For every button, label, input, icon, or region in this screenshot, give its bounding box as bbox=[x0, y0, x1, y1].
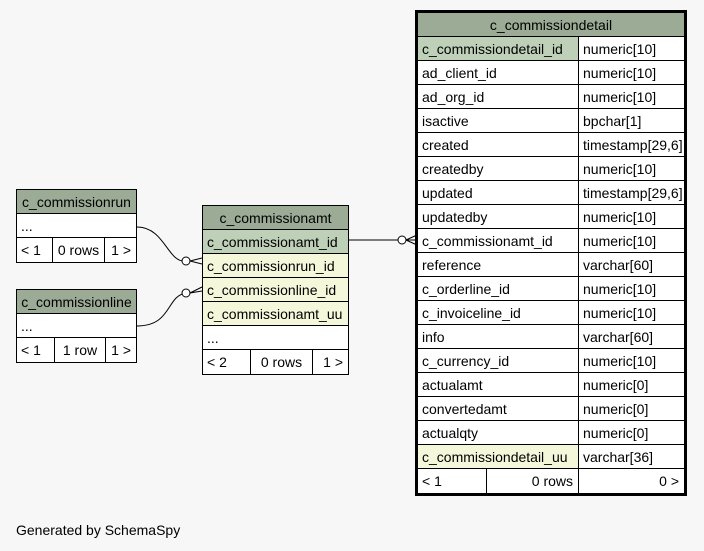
footer-parents: < 1 bbox=[422, 473, 442, 489]
footer-parents: < 2 bbox=[207, 354, 227, 370]
table-title[interactable]: c_commissionline bbox=[17, 290, 136, 314]
table-footer: < 2 0 rows 1 > bbox=[203, 350, 348, 374]
footer-rows: 1 row bbox=[54, 338, 105, 362]
footer-rows: 0 rows bbox=[250, 350, 312, 374]
edge-end-circle bbox=[181, 256, 191, 266]
footer-rows: 0 rows bbox=[52, 238, 104, 262]
column-row[interactable]: c_commissionline_id bbox=[203, 278, 348, 302]
column-row[interactable]: c_commissiondetail_id numeric[10] bbox=[418, 37, 684, 61]
table-title[interactable]: c_commissiondetail bbox=[418, 13, 684, 37]
footer-rows: 0 rows bbox=[486, 469, 578, 493]
table-c-commissionline[interactable]: c_commissionline ... < 1 1 row 1 > bbox=[16, 289, 137, 363]
table-body-ellipsis: ... bbox=[203, 326, 348, 350]
column-row[interactable]: c_commissiondetail_uu varchar[36] bbox=[418, 445, 684, 469]
edge-end-circle bbox=[181, 288, 191, 298]
column-row[interactable]: c_commissionamt_id bbox=[203, 230, 348, 254]
table-title[interactable]: c_commissionamt bbox=[203, 206, 348, 230]
table-footer: < 1 0 rows 0 > bbox=[418, 469, 684, 493]
table-title[interactable]: c_commissionrun bbox=[17, 190, 136, 214]
table-c-commissionrun[interactable]: c_commissionrun ... < 1 0 rows 1 > bbox=[16, 189, 137, 263]
table-c-commissiondetail[interactable]: c_commissiondetail c_commissiondetail_id… bbox=[415, 10, 687, 496]
footer-parents: < 1 bbox=[21, 242, 41, 258]
table-footer: < 1 0 rows 1 > bbox=[17, 238, 136, 262]
footer-children: 1 > bbox=[104, 238, 136, 262]
footer-parents: < 1 bbox=[21, 342, 41, 358]
edge-end-circle bbox=[397, 235, 407, 245]
generated-by-label: Generated by SchemaSpy bbox=[16, 522, 181, 538]
table-c-commissionamt[interactable]: c_commissionamt c_commissionamt_id c_com… bbox=[202, 205, 349, 375]
column-row[interactable]: c_commissionamt_uu bbox=[203, 302, 348, 326]
edge-commissionrun-to-commissionamt bbox=[136, 226, 187, 262]
edge-commissionline-to-commissionamt bbox=[136, 292, 187, 327]
footer-children: 1 > bbox=[105, 338, 136, 362]
table-footer: < 1 1 row 1 > bbox=[17, 338, 136, 362]
column-row[interactable]: c_commissionrun_id bbox=[203, 254, 348, 278]
footer-children: 0 > bbox=[578, 469, 684, 493]
table-body-ellipsis: ... bbox=[17, 314, 136, 338]
footer-children: 1 > bbox=[312, 350, 348, 374]
table-body-ellipsis: ... bbox=[17, 214, 136, 238]
